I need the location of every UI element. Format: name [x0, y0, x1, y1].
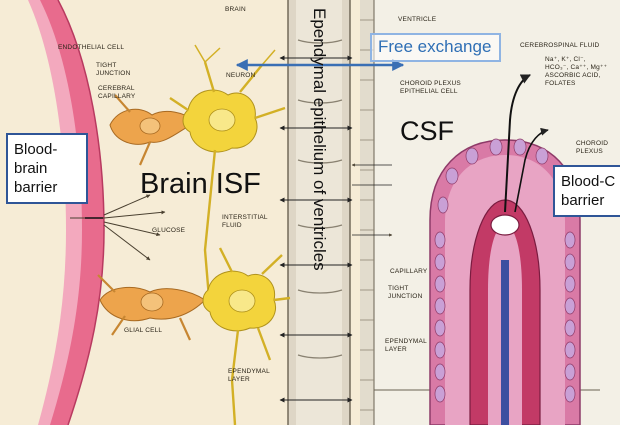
label-ependymal-layer-right: EPENDYMAL LAYER: [385, 338, 427, 354]
csf-label: CSF: [400, 116, 454, 147]
ependymal-epithelium-title: Ependymal epithelium of ventricles: [309, 8, 329, 271]
label-cerebrospinal-fluid: CEREBROSPINAL FLUID: [520, 42, 599, 50]
label-endothelial-cell: ENDOTHELIAL CELL: [58, 44, 124, 52]
label-ependymal-layer-left: EPENDYMAL LAYER: [228, 368, 270, 384]
label-glucose: GLUCOSE: [152, 227, 185, 235]
label-choroid-plexus: CHOROID PLEXUS: [576, 140, 608, 156]
label-tight-junction-bottom: TIGHT JUNCTION: [388, 285, 422, 301]
blood-csf-barrier-box: Blood-C barrier: [553, 165, 620, 217]
label-choroid-plexus-epithelial-cell: CHOROID PLEXUS EPITHELIAL CELL: [400, 80, 461, 96]
label-glial-cell: GLIAL CELL: [124, 327, 162, 335]
brain-isf-label: Brain ISF: [140, 168, 261, 201]
label-tight-junction-top: TIGHT JUNCTION: [96, 62, 130, 78]
label-ventricle: VENTRICLE: [398, 16, 436, 24]
label-brain: BRAIN: [225, 6, 246, 14]
label-ions: Na⁺, K⁺, Cl⁻, HCO₃⁻, Ca⁺⁺, Mg⁺⁺ ASCORBIC…: [545, 56, 607, 88]
blood-brain-barrier-box: Blood- brain barrier: [6, 133, 88, 204]
label-interstitial-fluid: INTERSTITIAL FLUID: [222, 214, 268, 230]
label-cerebral-capillary: CEREBRAL CAPILLARY: [98, 85, 135, 101]
label-capillary: CAPILLARY: [390, 268, 427, 276]
free-exchange-box: Free exchange: [370, 33, 501, 62]
label-neuron: NEURON: [226, 72, 255, 80]
